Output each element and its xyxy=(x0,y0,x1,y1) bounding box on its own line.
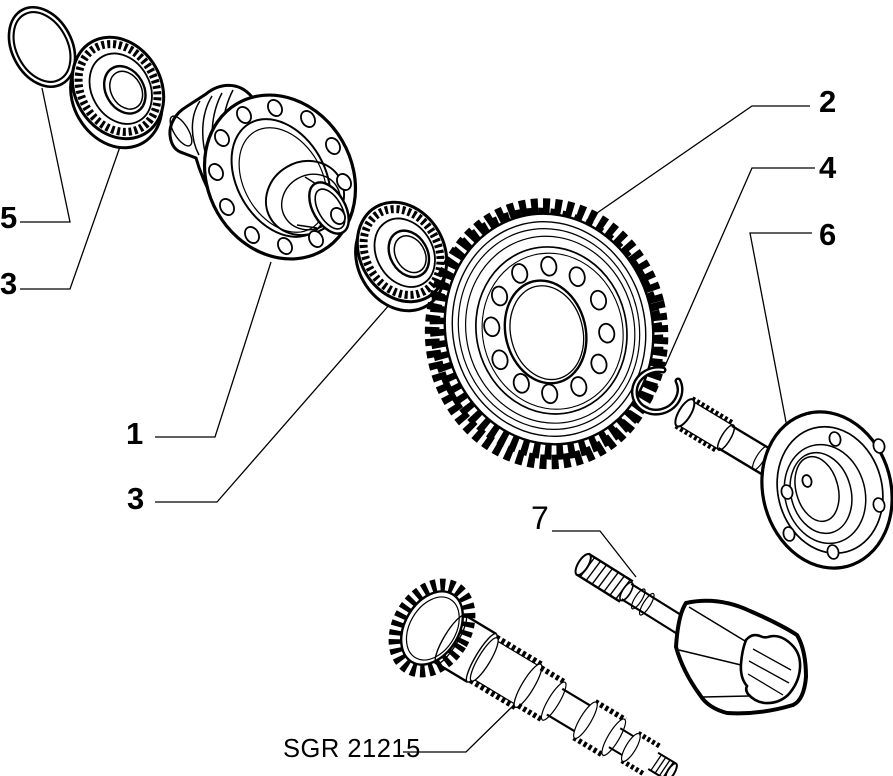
flange-center-hole xyxy=(801,474,813,488)
leader-line-1 xyxy=(155,261,272,438)
housing-flange xyxy=(202,93,358,261)
differential-housing xyxy=(168,83,358,261)
output-flange xyxy=(760,410,893,570)
callout-label-3-lower: 3 xyxy=(127,481,144,516)
leader-line-5 xyxy=(20,87,71,223)
callout-label-1: 1 xyxy=(126,416,143,451)
caption-code: SGR 21215 xyxy=(283,735,421,763)
thread-lines xyxy=(579,557,631,600)
oring-seal xyxy=(7,6,77,88)
cv-joint-shaft xyxy=(574,552,688,636)
tapered-bearing-lower xyxy=(354,200,449,313)
pinion-shaft xyxy=(388,578,678,776)
snap-ring xyxy=(630,366,684,416)
housing-opening xyxy=(739,633,802,705)
callout-label-3-upper: 3 xyxy=(0,266,17,301)
leader-line-3-lower xyxy=(155,303,391,503)
flange-splined-stub xyxy=(674,396,795,487)
crown-wheel-gear xyxy=(424,198,669,470)
housing-cone-silhouette xyxy=(168,83,254,200)
cv-joint-housing xyxy=(673,598,809,716)
leader-line-4 xyxy=(664,167,815,367)
spline-collar-1 xyxy=(469,634,544,711)
leader-line-7 xyxy=(552,530,637,578)
spline-collar-3 xyxy=(572,699,627,759)
spline-collar-2 xyxy=(516,665,568,723)
pinion-gear-teeth xyxy=(388,578,476,678)
leader-line-caption xyxy=(403,700,519,753)
housing-grooves xyxy=(747,648,792,696)
leader-lines xyxy=(20,87,815,753)
callout-label-4: 4 xyxy=(819,150,837,185)
flange-bolt-holes xyxy=(780,431,886,560)
callout-label-2: 2 xyxy=(819,84,836,119)
housing-edges xyxy=(678,606,750,698)
pinion-thread-tip xyxy=(647,751,678,776)
housing-bolt-holes xyxy=(208,99,352,255)
callout-label-5: 5 xyxy=(0,200,17,235)
gear-bore xyxy=(503,279,588,385)
leader-line-6 xyxy=(749,232,812,444)
callout-labels: 5 3 1 3 2 4 6 7 SGR 21215 xyxy=(0,84,837,763)
flange-disc xyxy=(760,410,893,570)
callout-label-7: 7 xyxy=(531,500,549,536)
leader-line-2 xyxy=(596,105,810,214)
tapered-bearing-upper xyxy=(69,35,166,150)
leader-line-3-upper xyxy=(20,140,123,290)
gear-teeth-front xyxy=(429,198,669,460)
spline-collar-4 xyxy=(620,731,663,776)
roller-band xyxy=(359,205,445,299)
roller-band xyxy=(74,40,162,136)
gear-bolt-holes xyxy=(483,255,616,405)
callout-label-6: 6 xyxy=(819,217,836,252)
